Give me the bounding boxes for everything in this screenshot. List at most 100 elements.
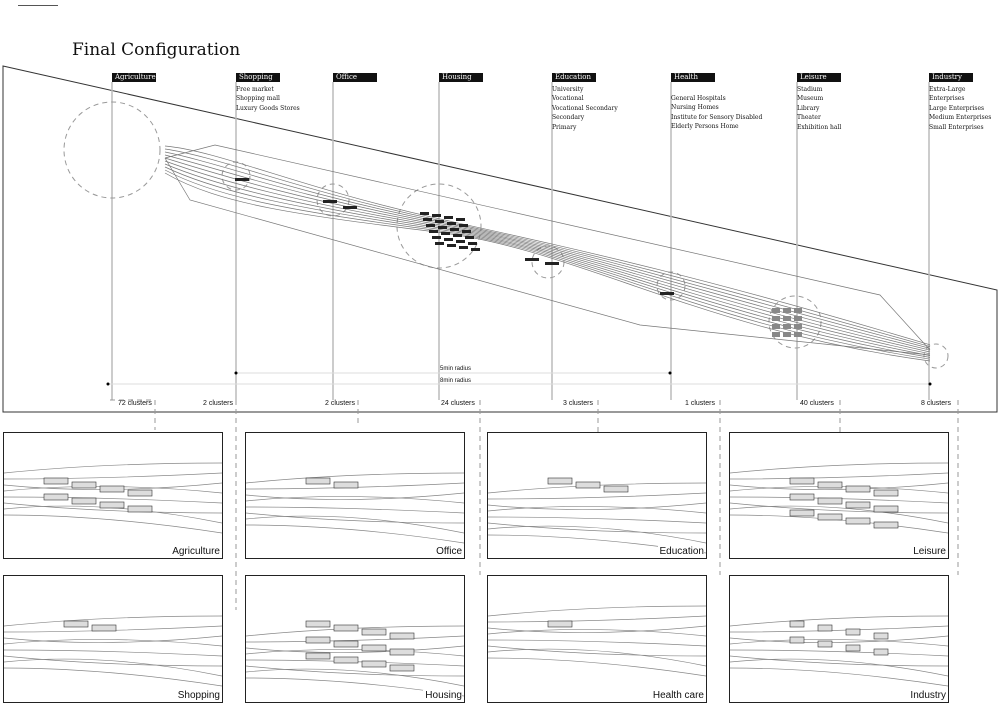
road <box>246 649 464 657</box>
road <box>488 502 706 510</box>
building-cluster <box>43 477 69 485</box>
cluster-radius-ring <box>923 343 949 369</box>
cluster-count: 1 clusters <box>685 400 715 407</box>
road <box>164 157 931 356</box>
panel-label: Agriculture <box>170 546 220 557</box>
housing-block <box>423 218 432 221</box>
panel-label: Education <box>657 546 704 557</box>
category-label: Industry <box>929 73 973 82</box>
detail-panel-leisure: Leisure <box>729 432 949 559</box>
building-cluster <box>575 481 601 489</box>
panel-label: Shopping <box>175 690 220 701</box>
road <box>488 516 706 524</box>
road <box>730 625 948 633</box>
building-cluster <box>333 481 359 489</box>
road <box>164 154 931 351</box>
building-cluster <box>817 497 843 505</box>
road <box>246 512 464 524</box>
road <box>730 658 948 677</box>
housing-block <box>447 244 456 247</box>
category-label: Leisure <box>797 73 841 82</box>
road <box>488 525 706 544</box>
cluster-count: 2 clusters <box>203 400 233 407</box>
building-block <box>545 262 559 265</box>
leisure-block <box>772 332 780 337</box>
building-cluster <box>873 505 899 513</box>
category-office: Office <box>333 73 377 85</box>
housing-block <box>432 236 441 239</box>
road <box>164 163 931 356</box>
building-cluster <box>789 636 805 644</box>
category-item: Free market <box>236 85 274 93</box>
building-cluster <box>71 481 97 489</box>
building-cluster <box>547 477 573 485</box>
leisure-block <box>783 324 791 329</box>
building-cluster <box>63 620 89 628</box>
building-cluster <box>305 477 331 485</box>
building-cluster <box>361 628 387 636</box>
road <box>488 645 706 657</box>
road <box>488 522 706 534</box>
road <box>488 625 706 633</box>
building-cluster <box>873 521 899 529</box>
category-label: Agriculture <box>112 73 156 82</box>
panel-label: Leisure <box>911 546 946 557</box>
road <box>488 639 706 647</box>
road <box>730 472 948 480</box>
road <box>4 635 222 643</box>
building-cluster <box>361 660 387 668</box>
road <box>4 658 222 677</box>
road <box>246 635 464 643</box>
housing-block <box>462 230 471 233</box>
housing-block <box>450 228 459 231</box>
category-item: Primary <box>552 123 577 131</box>
road <box>164 144 931 351</box>
building-cluster <box>873 489 899 497</box>
panel-label: Housing <box>423 690 462 701</box>
housing-block <box>435 242 444 245</box>
leisure-block <box>794 316 802 321</box>
road <box>730 649 948 657</box>
building-cluster <box>389 664 415 672</box>
road <box>164 172 931 362</box>
road <box>730 639 948 647</box>
building-cluster <box>43 493 69 501</box>
category-item: Nursing Homes <box>671 104 719 112</box>
category-item: Luxury Goods Stores <box>236 104 300 112</box>
category-label: Office <box>333 73 377 82</box>
housing-block <box>465 236 474 239</box>
category-item: Small Enterprises <box>929 123 984 131</box>
building-cluster <box>603 485 629 493</box>
building-cluster <box>845 628 861 636</box>
panel-label: Office <box>434 546 462 557</box>
building-cluster <box>873 648 889 656</box>
building-cluster <box>817 481 843 489</box>
leisure-block <box>794 332 802 337</box>
road <box>4 505 222 524</box>
8min-radius-label: 8min radius <box>440 378 472 384</box>
road <box>246 645 464 653</box>
category-item: Museum <box>797 95 824 103</box>
building-cluster <box>845 644 861 652</box>
category-item: Shopping mall <box>236 95 280 103</box>
road <box>730 502 948 514</box>
category-item: Library <box>797 104 820 112</box>
building-cluster <box>305 620 331 628</box>
road <box>730 635 948 643</box>
5min-radius-label: 5min radius <box>440 366 472 372</box>
category-housing: Housing <box>439 73 483 85</box>
divider <box>18 5 58 6</box>
road <box>4 655 222 667</box>
housing-block <box>453 234 462 237</box>
road <box>164 160 931 355</box>
road <box>730 482 948 490</box>
road <box>4 472 222 480</box>
road <box>246 506 464 514</box>
road <box>246 515 464 534</box>
road <box>488 615 706 623</box>
road <box>4 615 222 627</box>
